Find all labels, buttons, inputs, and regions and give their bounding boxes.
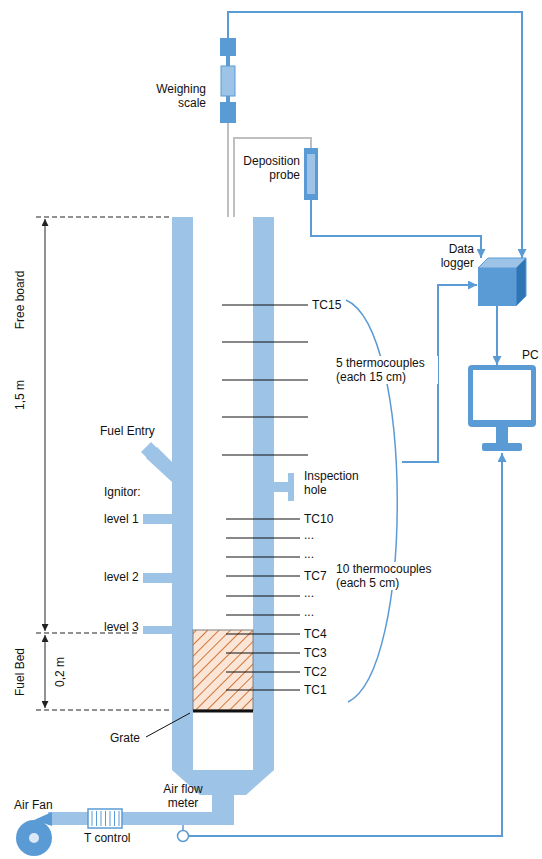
heater-fin	[114, 811, 115, 826]
reactor-wall	[253, 217, 274, 770]
thermocouple-label: TC2	[304, 665, 327, 679]
thermocouple-label: TC4	[304, 627, 327, 641]
thermocouple-label: TC10	[304, 512, 333, 526]
drawing-part	[222, 305, 308, 306]
device-label: Weighing scale	[144, 82, 206, 110]
dimension-arrow	[45, 635, 46, 708]
signal-connector	[228, 12, 522, 258]
weighing-scale: Weighing scale	[220, 38, 236, 123]
signal-connector	[189, 453, 502, 836]
pc-monitor: PC	[468, 365, 536, 453]
meter-tap	[182, 825, 184, 830]
heater-box	[88, 809, 122, 828]
thermocouple-label: TC15	[312, 298, 341, 312]
part-label: Grate	[110, 731, 140, 745]
inspection-hole	[288, 473, 294, 501]
drawing-part	[226, 557, 300, 558]
fan-hub	[29, 833, 39, 843]
dimension-arrow	[45, 219, 46, 631]
air-pipe	[212, 795, 234, 813]
exhaust-pipe	[227, 123, 229, 217]
thermocouple-ellipsis: ...	[304, 586, 314, 600]
heater-fin	[119, 811, 120, 826]
fuel-entry-port	[141, 442, 160, 461]
thermocouple-label: TC3	[304, 646, 327, 660]
dimension-guide	[36, 710, 193, 711]
heater-fin	[105, 811, 106, 826]
ignitor-level: level 1	[104, 512, 139, 526]
thermocouple-lines	[222, 305, 308, 690]
drawing-part	[226, 538, 300, 539]
drawing-part	[222, 417, 308, 418]
port-label: Inspection hole	[304, 469, 370, 497]
drawing-part	[226, 653, 300, 654]
drawing-part	[226, 690, 300, 691]
device-label: PC	[522, 348, 542, 362]
leader-line	[146, 713, 190, 737]
heater-fin	[110, 811, 111, 826]
inspection-hole	[253, 482, 289, 492]
thermocouple-label: TC1	[304, 683, 327, 697]
heater-fin	[101, 811, 102, 826]
thermocouple-ellipsis: ...	[304, 605, 314, 619]
dimension-label: Free board	[13, 271, 27, 330]
signal-connector	[496, 306, 498, 365]
drawing-part	[226, 576, 300, 577]
air-flow-meter-shape	[177, 830, 189, 842]
drawing-part	[226, 519, 300, 520]
drawing-part	[226, 634, 300, 635]
dimension-value: 1,5 m	[13, 380, 27, 410]
thermocouple-ellipsis: ...	[304, 528, 314, 542]
deposition-probe: Deposition probe	[304, 148, 318, 200]
weighing-scale-shape	[220, 38, 236, 123]
ignitor-port	[143, 573, 193, 583]
device-label: Data logger	[432, 242, 474, 270]
dimension-label: Fuel Bed	[13, 648, 27, 696]
device-label: Deposition probe	[236, 154, 300, 182]
drawing-part	[222, 380, 308, 381]
fuel-bed	[193, 630, 253, 710]
fan-outlet	[34, 812, 52, 826]
device-label: Air flow meter	[151, 782, 215, 810]
reactor-wall	[172, 217, 193, 770]
grate	[193, 710, 253, 713]
ignitor-level: level 2	[104, 570, 139, 584]
deposition-probe-shape	[304, 148, 318, 200]
air-flow-meter: Air flow meter	[177, 830, 189, 842]
thermocouple-note: 10 thermocouples (each 5 cm)	[334, 562, 438, 590]
part-label: Air Fan	[14, 798, 53, 812]
drawing-part	[226, 615, 300, 616]
air-fan	[16, 820, 52, 856]
ignitor-level: level 3	[104, 620, 139, 634]
drawing-part	[222, 342, 308, 343]
thermocouple-label: TC7	[304, 569, 327, 583]
thermocouple-ellipsis: ...	[304, 547, 314, 561]
part-label: T control	[84, 831, 130, 845]
dimension-guide	[36, 217, 172, 218]
data-logger: Data logger	[478, 258, 526, 306]
drawing-part	[222, 455, 308, 456]
ignitor-label: Ignitor:	[104, 485, 141, 499]
heater-fin	[96, 811, 97, 826]
port-label: Fuel Entry	[100, 424, 170, 438]
heater-fins	[92, 811, 119, 826]
drawing-part	[226, 596, 300, 597]
thermocouple-note: 5 thermocouples (each 15 cm)	[334, 356, 438, 384]
ignitor-port	[143, 626, 193, 634]
air-pipe	[48, 812, 234, 825]
dimension-value: 0,2 m	[53, 657, 67, 687]
ignitor-port	[143, 514, 193, 524]
heater-fin	[92, 811, 93, 826]
drawing-part	[226, 672, 300, 673]
pc-monitor-shape	[468, 365, 536, 453]
data-logger-shape	[478, 258, 526, 306]
exhaust-pipe	[234, 138, 311, 217]
